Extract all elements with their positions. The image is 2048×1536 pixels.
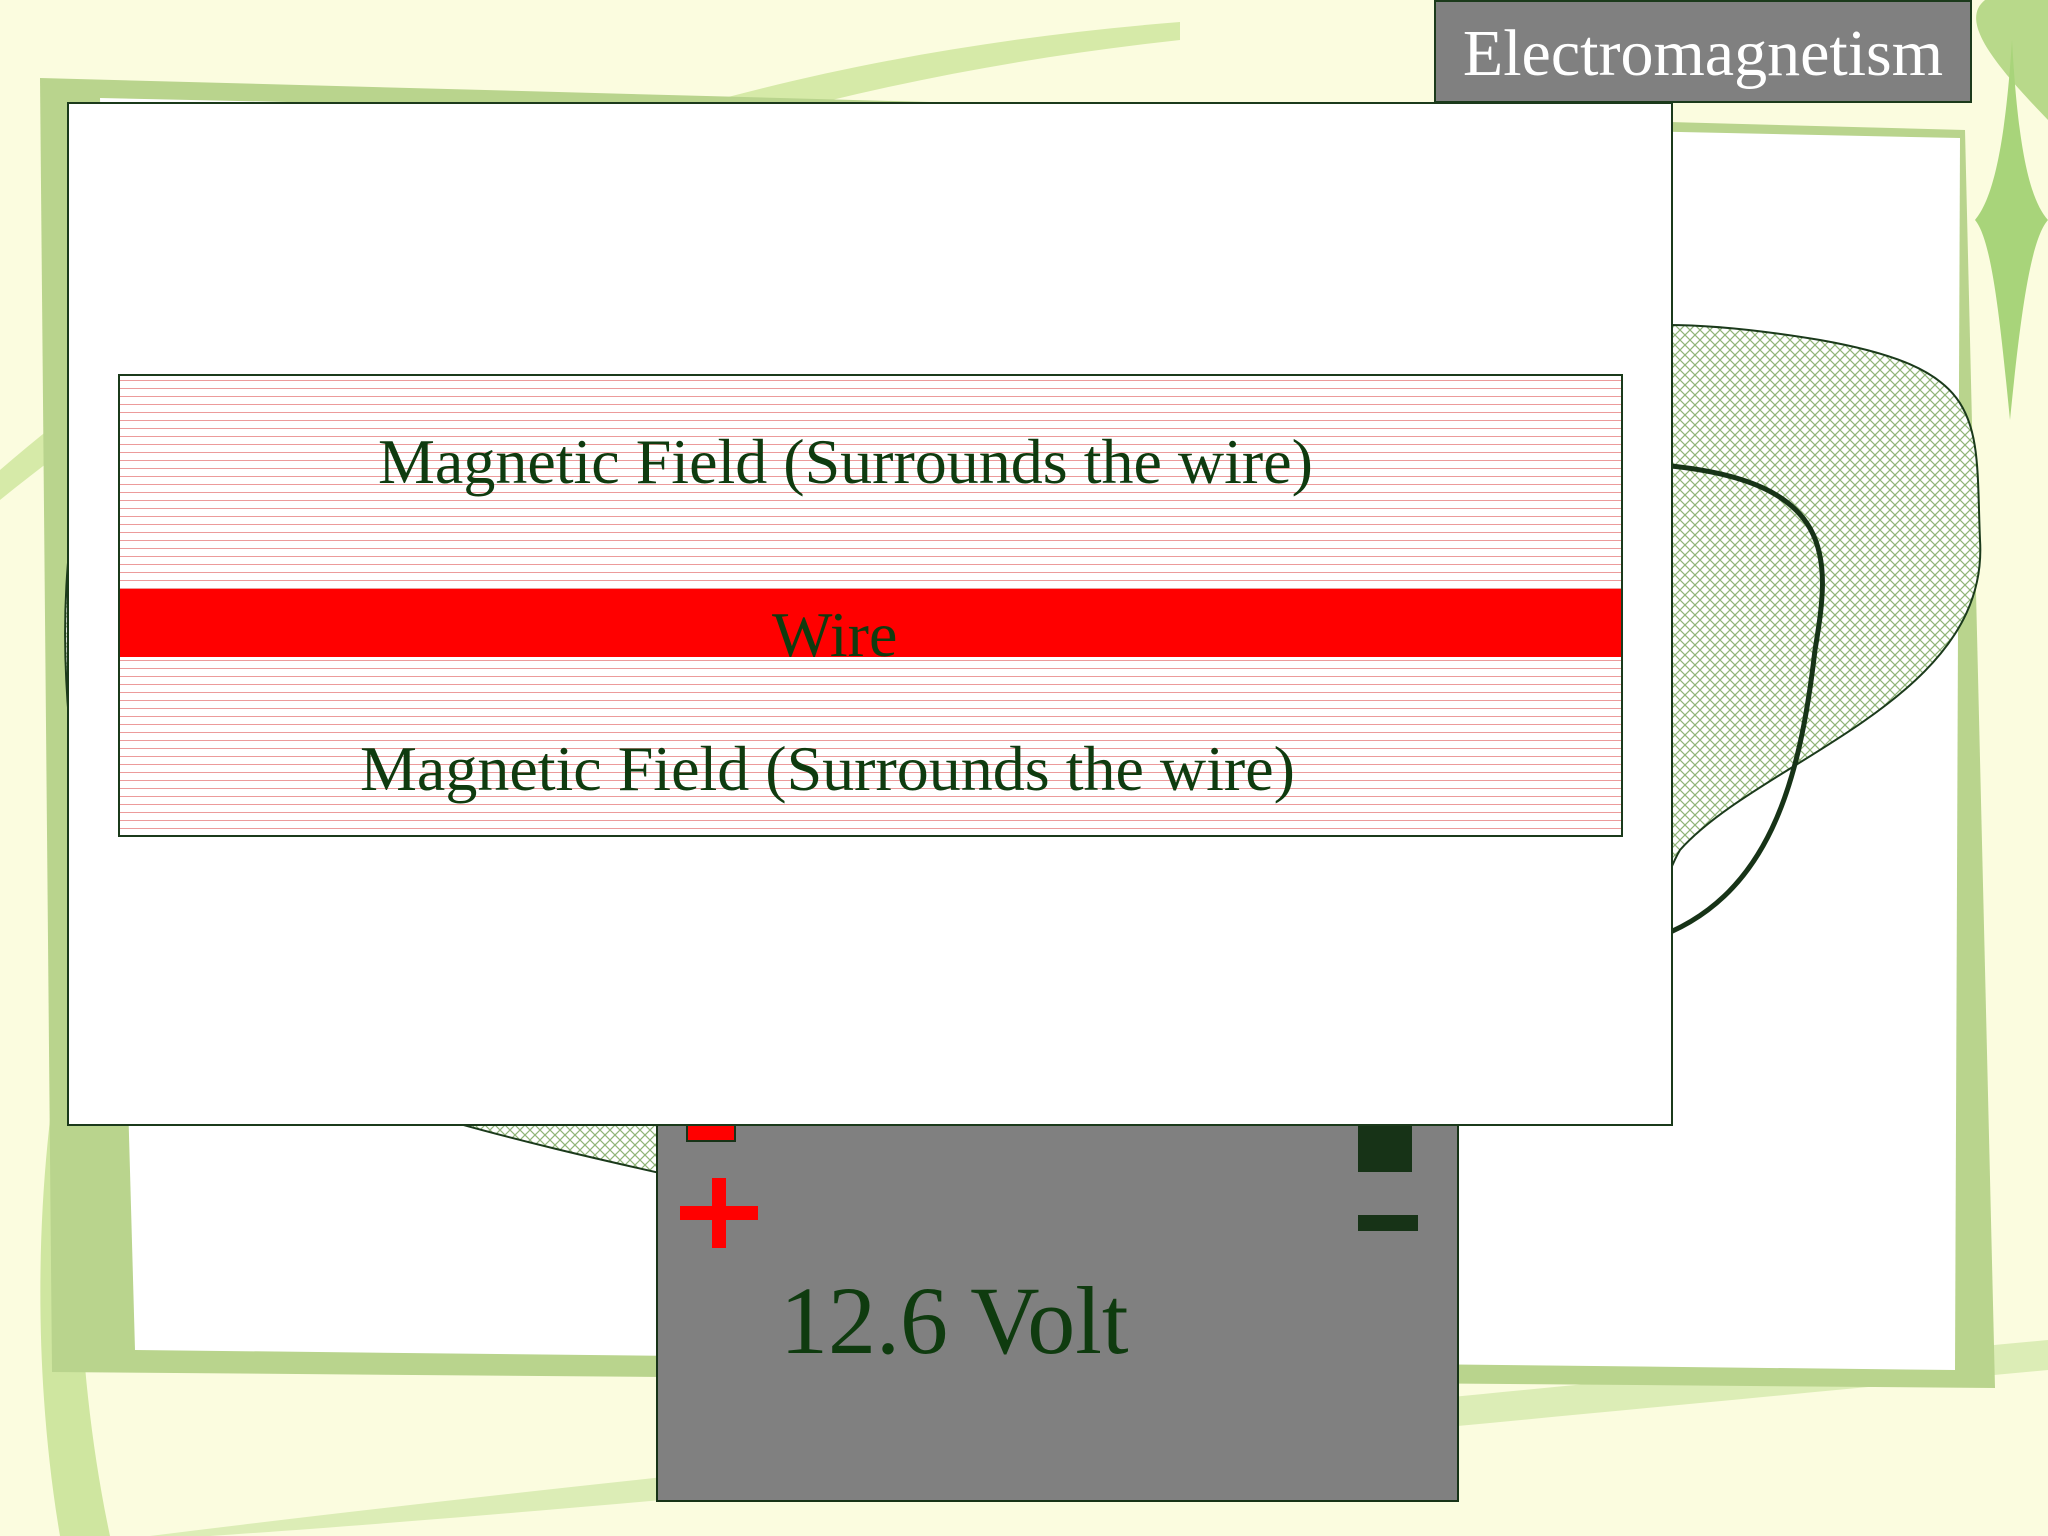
wire-label: Wire: [772, 599, 898, 670]
field-label-bottom: Magnetic Field (Surrounds the wire): [360, 733, 1295, 804]
coil-wire-line: [1649, 462, 1825, 943]
battery-voltage-label: 12.6 Volt: [780, 1267, 1129, 1374]
field-label-top: Magnetic Field (Surrounds the wire): [378, 426, 1313, 497]
sparkle-decoration: [1975, 40, 2048, 420]
battery: [656, 1112, 1459, 1502]
minus-icon: [1358, 1215, 1418, 1231]
slide-title: Electromagnetism: [1434, 0, 1972, 103]
wire-bar: [120, 589, 1621, 657]
plus-icon: [680, 1178, 758, 1248]
